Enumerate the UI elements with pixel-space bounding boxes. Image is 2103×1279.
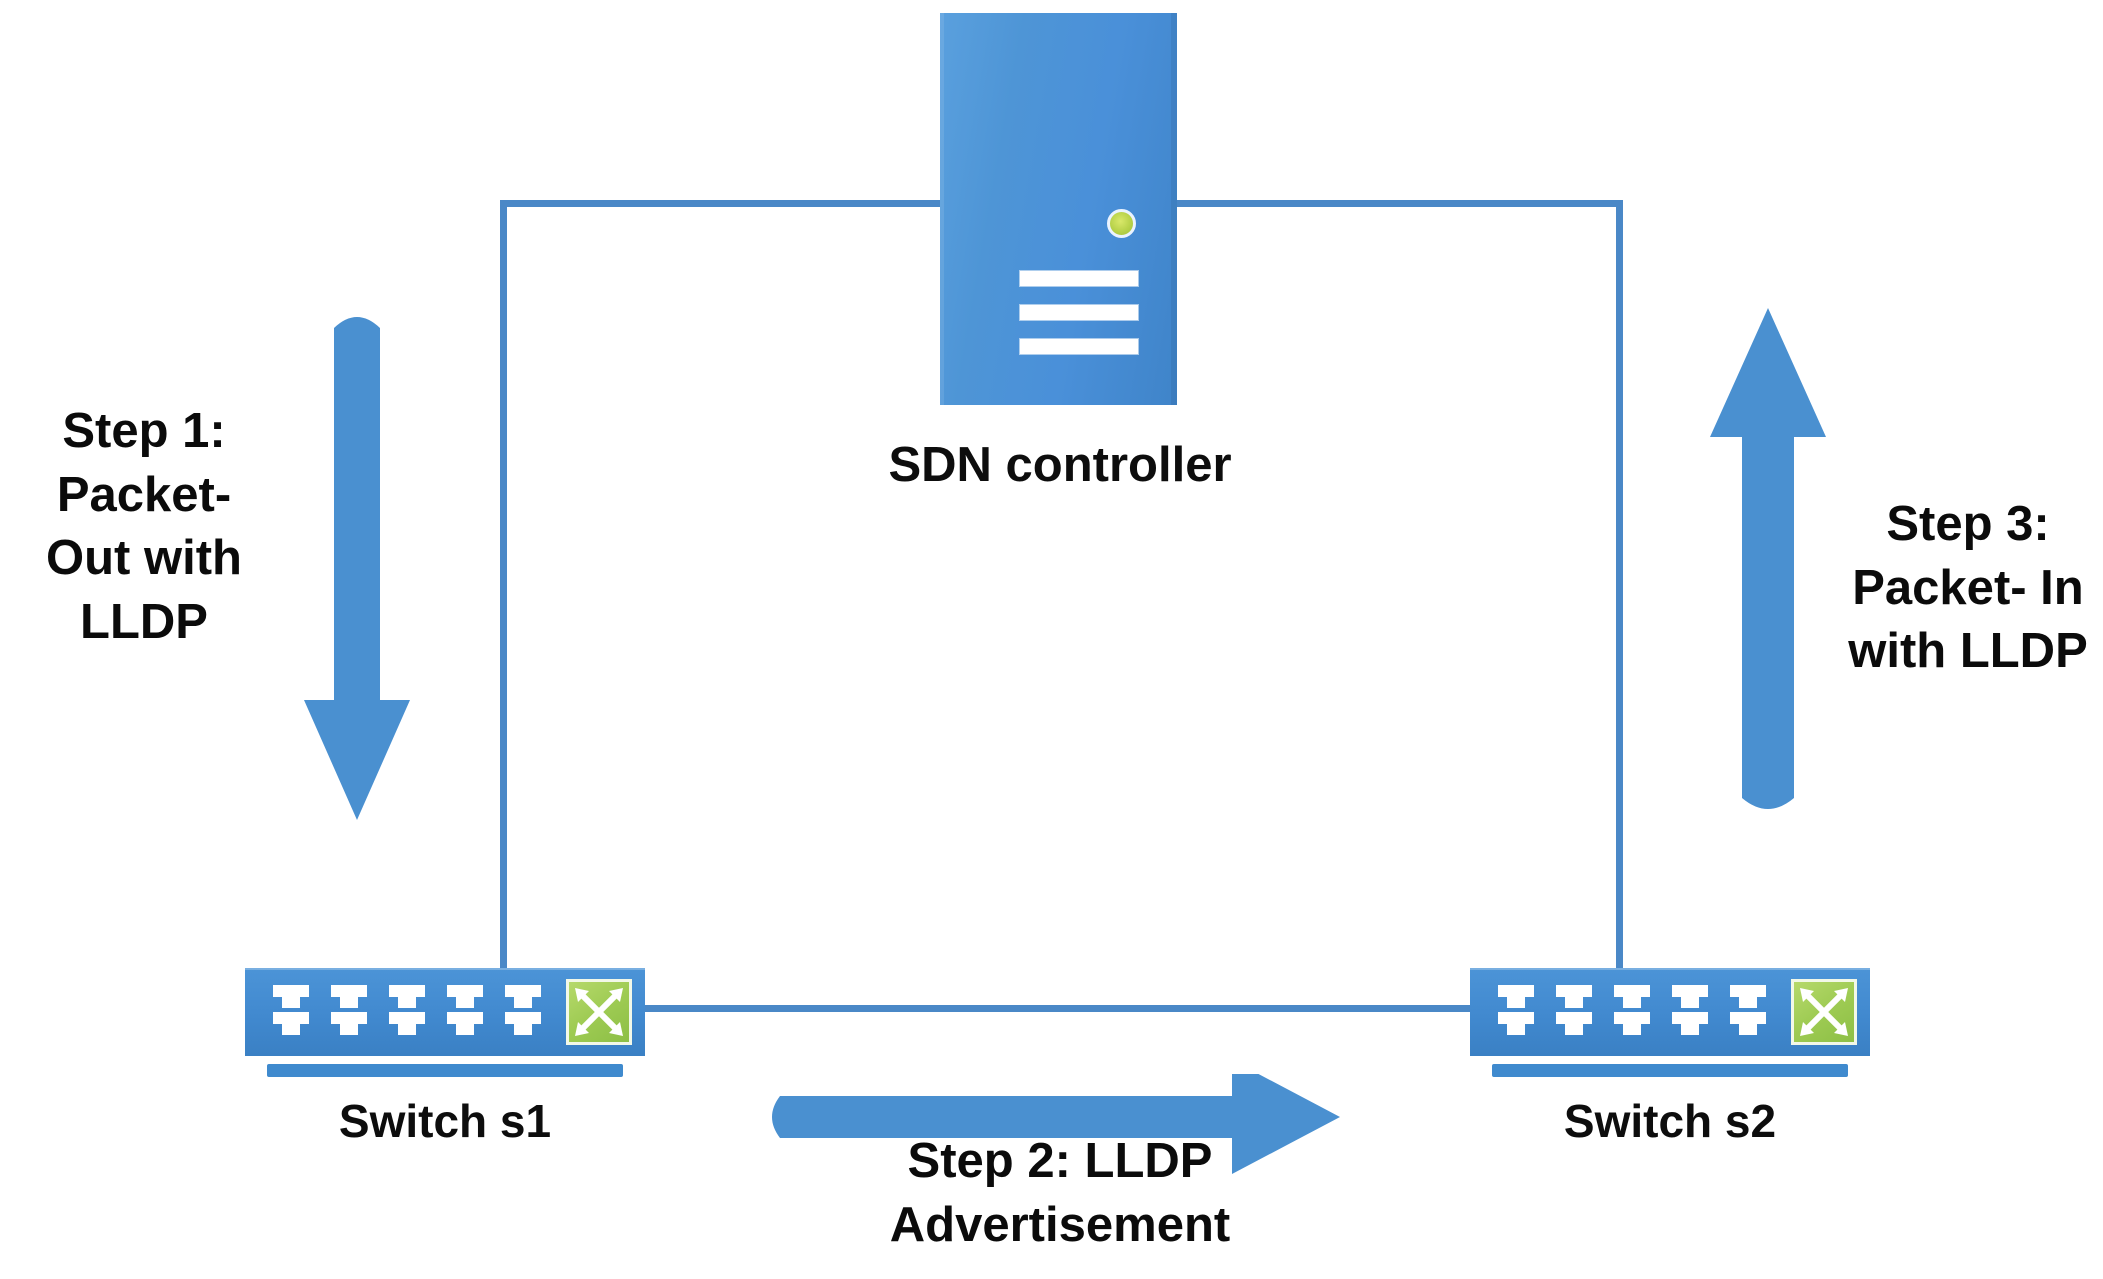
link-controller-left-horizontal (500, 200, 944, 207)
step3-label: Step 3: Packet- In with LLDP (1848, 497, 2088, 679)
step1-down-arrow (292, 300, 422, 830)
ethernet-port-icon (445, 1012, 485, 1037)
ethernet-port-icon (1496, 985, 1536, 1010)
ethernet-port-icon (1554, 985, 1594, 1010)
ethernet-port-icon (271, 1012, 311, 1037)
switch-base-bar (267, 1064, 623, 1077)
ethernet-port-icon (1728, 985, 1768, 1010)
ethernet-port-icon (329, 985, 369, 1010)
step3-up-arrow (1698, 300, 1838, 830)
ethernet-port-icon (329, 1012, 369, 1037)
ethernet-port-icon (1670, 985, 1710, 1010)
drive-slot-icon (1020, 305, 1138, 320)
switch-cross-arrows-icon (566, 979, 632, 1045)
ethernet-port-icon (445, 985, 485, 1010)
link-s1-to-s2-horizontal (640, 1005, 1476, 1012)
ethernet-port-icon (387, 985, 427, 1010)
network-switch-icon (245, 968, 645, 1056)
link-controller-to-s2-vertical (1616, 200, 1623, 970)
switch-s2-group[interactable]: Switch s2 (1470, 968, 1870, 1147)
ethernet-port-icon (1612, 1012, 1652, 1037)
ethernet-port-icon (387, 1012, 427, 1037)
ethernet-port-icon (1728, 1012, 1768, 1037)
switch-s2-label: Switch s2 (1563, 1095, 1777, 1147)
ethernet-port-icon (503, 985, 543, 1010)
link-controller-to-s1-vertical (500, 200, 507, 970)
switch-base-bar (1492, 1064, 1848, 1077)
power-led-indicator (1107, 209, 1136, 238)
switch-cross-arrows-icon (1791, 979, 1857, 1045)
ethernet-port-icon (503, 1012, 543, 1037)
port-grid (1496, 985, 1772, 1039)
step1-label: Step 1: Packet- Out with LLDP (46, 404, 242, 650)
port-grid (271, 985, 547, 1039)
network-switch-icon (1470, 968, 1870, 1056)
controller-label: SDN controller (888, 438, 1232, 492)
ethernet-port-icon (1496, 1012, 1536, 1037)
step2-right-arrow (762, 1074, 1352, 1184)
switch-s1-label: Switch s1 (338, 1095, 552, 1147)
step2-label: Step 2: LLDP Advertisement (889, 1134, 1231, 1252)
drive-slot-icon (1020, 339, 1138, 354)
drive-slot-icon (1020, 271, 1138, 286)
server-tower-icon (940, 13, 1177, 405)
ethernet-port-icon (1612, 985, 1652, 1010)
ethernet-port-icon (1554, 1012, 1594, 1037)
switch-s1-group[interactable]: Switch s1 (245, 968, 645, 1147)
link-controller-right-horizontal (1173, 200, 1623, 207)
ethernet-port-icon (271, 985, 311, 1010)
ethernet-port-icon (1670, 1012, 1710, 1037)
